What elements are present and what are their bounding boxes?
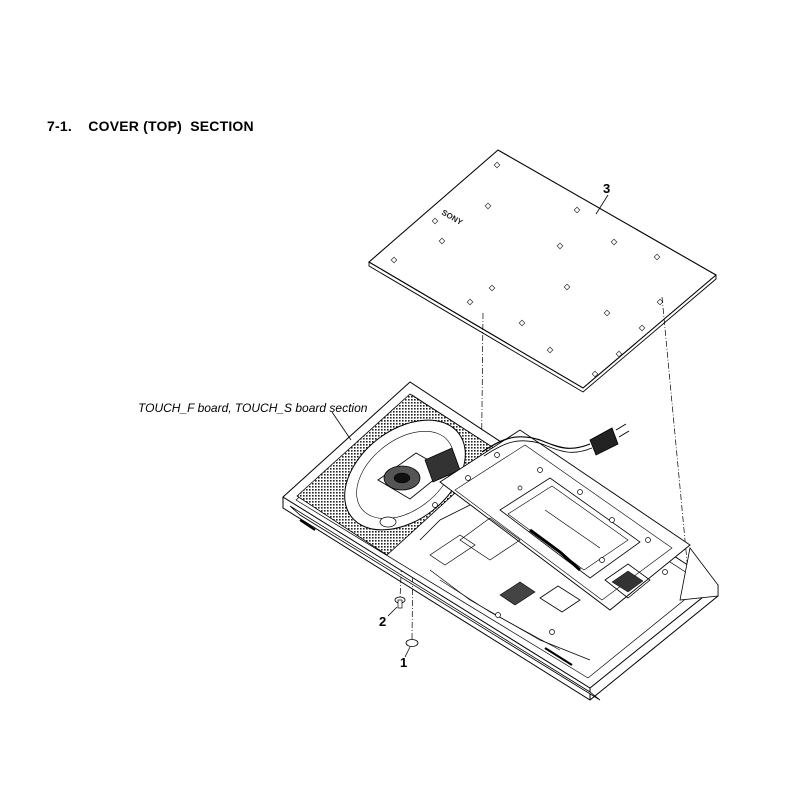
board-section-label: TOUCH_F board, TOUCH_S board section — [138, 401, 368, 415]
board-section-leader — [331, 411, 352, 441]
top-cover: SONY — [368, 149, 717, 393]
disc-clamp — [377, 447, 461, 500]
section-number: 7-1. — [47, 118, 72, 134]
screw-part-1 — [405, 639, 419, 647]
callout-1: 1 — [400, 655, 408, 670]
callout-2: 2 — [379, 614, 387, 629]
callout-1-leader — [404, 646, 411, 658]
section-heading: 7-1. COVER (TOP) SECTION — [47, 118, 254, 134]
callout-3-leader — [595, 194, 609, 215]
section-title: COVER (TOP) SECTION — [88, 118, 254, 134]
power-cord — [481, 423, 630, 457]
main-unit — [282, 381, 719, 701]
screw-part-2 — [394, 596, 406, 609]
callout-2-leader — [387, 606, 398, 617]
callout-3: 3 — [603, 181, 611, 196]
